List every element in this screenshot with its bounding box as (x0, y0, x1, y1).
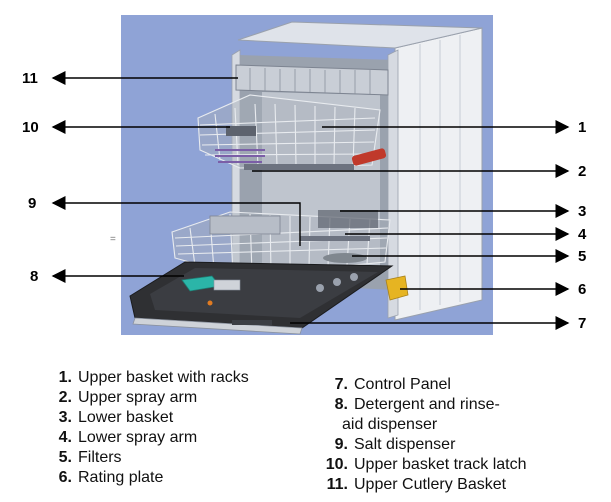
lower-cutlery-holder (209, 215, 281, 235)
top-panel (237, 21, 483, 49)
legend-item-3: 3. Lower basket (52, 408, 249, 428)
legend-num: 4. (58, 429, 72, 446)
callout-5: 5 (578, 248, 586, 265)
legend-num: 5. (58, 449, 72, 466)
legend-item-5: 5. Filters (52, 448, 249, 468)
legend-num: 8. (334, 396, 348, 413)
legend-text: Lower spray arm (78, 429, 198, 446)
legend-item-4: 4. Lower spray arm (52, 428, 249, 448)
legend-item-11: 11. Upper Cutlery Basket (318, 475, 527, 495)
lower-basket-panel (318, 210, 378, 228)
legend-num: 9. (334, 436, 348, 453)
stray-mark: = (110, 234, 116, 245)
dishwasher-diagram: = 11 10 9 8 1 2 3 4 5 6 7 (22, 15, 587, 335)
legend-num: 11. (326, 476, 348, 493)
callout-6: 6 (578, 281, 586, 298)
legend-left: 1. Upper basket with racks 2. Upper spra… (52, 368, 249, 488)
legend-num: 7. (334, 376, 348, 393)
legend-text: Rating plate (78, 469, 164, 486)
legend-item-8: 8. Detergent and rinse- (318, 395, 527, 415)
legend-item-8-cont: aid dispenser (318, 415, 527, 435)
hinge-part (385, 275, 409, 301)
upper-spray-arm (244, 164, 354, 170)
side-wall (394, 27, 483, 321)
control-panel-display (232, 320, 272, 325)
upper-basket-racks (215, 149, 265, 163)
cutlery-basket (235, 64, 389, 96)
callout-3: 3 (578, 203, 586, 220)
callout-10: 10 (22, 119, 39, 136)
side-wall-ribs (419, 35, 461, 310)
legend-item-9: 9. Salt dispenser (318, 435, 527, 455)
legend-text: Upper Cutlery Basket (354, 476, 507, 493)
callout-9: 9 (28, 195, 36, 212)
legend-text: Filters (78, 449, 122, 466)
legend-right: 7. Control Panel 8. Detergent and rinse-… (318, 375, 527, 495)
legend-num: 6. (58, 469, 72, 486)
legend-text: Control Panel (354, 376, 451, 393)
basket-handle (351, 148, 387, 166)
door-rollers (316, 273, 358, 292)
legend-item-6: 6. Rating plate (52, 468, 249, 488)
cutlery-basket-ribs (249, 68, 371, 94)
callout-4: 4 (578, 226, 587, 243)
legend-text: Lower basket (78, 409, 174, 426)
callout-11: 11 (22, 70, 38, 87)
filter (323, 253, 367, 263)
callout-8: 8 (30, 268, 38, 285)
legend-text: Detergent and rinse- (354, 396, 500, 413)
legend-item-7: 7. Control Panel (318, 375, 527, 395)
legend-text: Upper basket track latch (354, 456, 527, 473)
legend-text-cont: aid dispenser (342, 416, 438, 433)
door-knob (207, 300, 213, 306)
legend-num: 10. (325, 456, 348, 473)
callout-7: 7 (578, 315, 586, 332)
legend-num: 3. (58, 409, 72, 426)
legend-item-2: 2. Upper spray arm (52, 388, 249, 408)
lower-spray-arm (300, 236, 370, 241)
callout-arrows (51, 71, 570, 330)
callout-1: 1 (578, 119, 586, 136)
legend-item-1: 1. Upper basket with racks (52, 368, 249, 388)
legend-text: Upper spray arm (78, 389, 198, 406)
legend-text: Salt dispenser (354, 436, 456, 453)
callout-2: 2 (578, 163, 586, 180)
legend-num: 1. (58, 369, 72, 386)
legend-text: Upper basket with racks (78, 369, 249, 386)
legend-num: 2. (58, 389, 72, 406)
dispenser-lid (213, 279, 241, 291)
arrow-9 (51, 196, 301, 246)
right-frame (387, 49, 399, 319)
upper-basket-clip (226, 126, 256, 136)
legend-item-10: 10. Upper basket track latch (318, 455, 527, 475)
